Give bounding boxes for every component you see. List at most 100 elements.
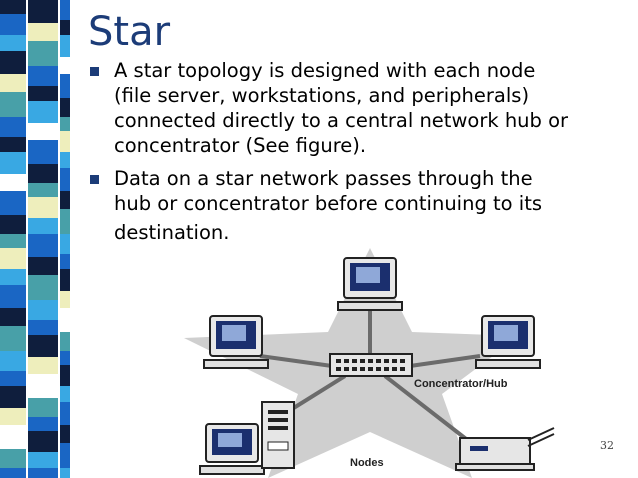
stripe-segment	[60, 468, 70, 478]
stripe-segment	[0, 326, 26, 351]
bullet-item: Data on a star network passes through th…	[90, 166, 630, 244]
stripe-segment	[60, 308, 70, 332]
stripe-segment	[28, 23, 58, 41]
stripe-segment	[28, 452, 58, 468]
stripe-segment	[60, 20, 70, 35]
stripe-segment	[60, 269, 70, 291]
stripe-segment	[28, 197, 58, 218]
bullet-line: (file server, workstations, and peripher…	[114, 84, 530, 107]
stripe-segment	[60, 443, 70, 468]
stripe-gap	[26, 0, 28, 478]
stripe-segment	[28, 41, 58, 66]
bullet-item: A star topology is designed with each no…	[90, 58, 630, 158]
stripe-segment	[28, 66, 58, 86]
stripe-segment	[60, 57, 70, 74]
stripe-segment	[60, 152, 70, 168]
stripe-segment	[28, 234, 58, 257]
hub-icon	[329, 353, 413, 377]
stripe-segment	[0, 408, 26, 425]
stripe-segment	[28, 101, 58, 123]
stripe-segment	[0, 14, 26, 35]
bullet-line: A star topology is designed with each no…	[114, 59, 536, 82]
hub-label: Concentrator/Hub	[414, 378, 508, 390]
stripe-segment	[28, 0, 58, 23]
stripe-segment	[60, 117, 70, 131]
nodes-label: Nodes	[350, 457, 384, 469]
stripe-segment	[0, 449, 26, 468]
stripe-segment	[0, 191, 26, 215]
stripe-segment	[0, 51, 26, 74]
square-bullet-icon	[90, 67, 99, 76]
stripe-segment	[60, 168, 70, 191]
stripe-segment	[0, 92, 26, 117]
stripe-segment	[28, 86, 58, 101]
stripe-segment	[60, 332, 70, 351]
stripe-segment	[28, 468, 58, 478]
stripe-segment	[0, 248, 26, 269]
page-number: 32	[600, 439, 614, 452]
stripe-segment	[0, 137, 26, 152]
stripe-segment	[60, 386, 70, 402]
bullet-list: A star topology is designed with each no…	[90, 58, 630, 249]
printer-icon	[455, 427, 555, 471]
stripe-segment	[60, 98, 70, 117]
stripe-segment	[0, 117, 26, 137]
stripe-segment	[60, 425, 70, 443]
stripe-segment	[0, 285, 26, 308]
stripe-segment	[0, 269, 26, 285]
bullet-line: hub or concentrator before continuing to…	[114, 192, 543, 215]
stripe-segment	[28, 335, 58, 357]
stripe-segment	[28, 320, 58, 335]
bullet-line: concentrator (See figure).	[114, 134, 367, 157]
stripe-segment	[0, 174, 26, 191]
stripe-segment	[28, 374, 58, 398]
stripe-segment	[60, 351, 70, 365]
slide-title: Star	[88, 9, 171, 55]
stripe-segment	[60, 234, 70, 254]
bullet-line: destination.	[114, 221, 230, 244]
stripe-segment	[60, 254, 70, 269]
stripe-segment	[28, 275, 58, 300]
stripe-segment	[28, 257, 58, 275]
square-bullet-icon	[90, 175, 99, 184]
stripe-segment	[0, 371, 26, 386]
stripe-segment	[28, 218, 58, 234]
stripe-segment	[0, 351, 26, 371]
stripe-segment	[60, 191, 70, 209]
stripe-segment	[0, 386, 26, 408]
stripe-segment	[28, 417, 58, 431]
stripe-segment	[60, 131, 70, 152]
desktop-computer-icon	[475, 315, 541, 369]
stripe-segment	[28, 123, 58, 140]
stripe-segment	[28, 300, 58, 320]
star-topology-diagram: Concentrator/Hub Nodes	[184, 248, 555, 478]
stripe-segment	[0, 0, 26, 14]
stripe-segment	[60, 209, 70, 234]
bullet-line: Data on a star network passes through th…	[114, 167, 533, 190]
stripe-gap	[58, 0, 60, 478]
stripe-segment	[0, 215, 26, 234]
stripe-segment	[0, 35, 26, 51]
stripe-segment	[28, 183, 58, 197]
stripe-segment	[0, 152, 26, 174]
decorative-stripe-bar	[0, 0, 72, 478]
stripe-segment	[0, 234, 26, 248]
stripe-segment	[0, 308, 26, 326]
bullet-line: connected directly to a central network …	[114, 109, 569, 132]
stripe-segment	[28, 164, 58, 183]
stripe-segment	[60, 365, 70, 386]
stripe-segment	[0, 425, 26, 449]
stripe-segment	[0, 74, 26, 92]
stripe-segment	[28, 140, 58, 164]
stripe-segment	[60, 291, 70, 308]
stripe-segment	[0, 468, 26, 478]
stripe-segment	[28, 357, 58, 374]
stripe-segment	[60, 402, 70, 425]
stripe-segment	[60, 0, 70, 20]
stripe-segment	[28, 431, 58, 452]
desktop-computer-icon	[203, 315, 269, 369]
stripe-segment	[28, 398, 58, 417]
desktop-computer-icon	[199, 423, 265, 475]
stripe-segment	[60, 74, 70, 98]
stripe-segment	[60, 35, 70, 57]
